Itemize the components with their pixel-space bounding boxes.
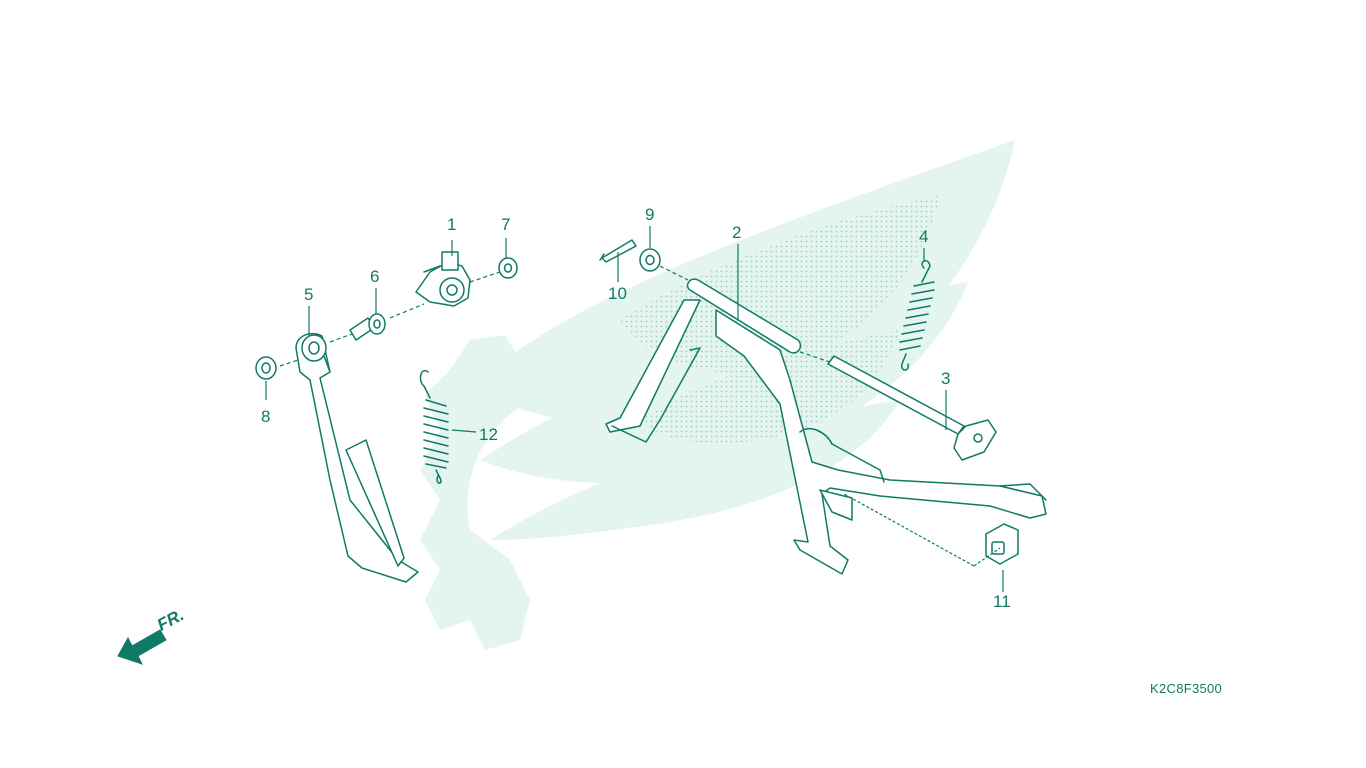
part-6-bolt	[349, 313, 386, 341]
callout-11: 11	[993, 592, 1011, 611]
callout-6: 6	[370, 267, 380, 286]
callout-8: 8	[261, 407, 271, 426]
callout-9: 9	[645, 205, 655, 224]
part-3-shaft	[827, 355, 997, 461]
front-arrow-icon	[117, 629, 167, 665]
callout-10: 10	[608, 284, 627, 303]
watermark-gear	[420, 335, 575, 650]
part-2-main-stand	[605, 278, 1047, 575]
callout-7: 7	[501, 215, 511, 234]
callout-5: 5	[304, 285, 314, 304]
callout-2: 2	[732, 223, 742, 242]
leader-lines	[265, 226, 1004, 592]
part-12-spring	[419, 369, 449, 484]
part-10-pin	[599, 239, 637, 263]
part-5-side-stand	[295, 332, 419, 583]
dot-texture-upper	[620, 195, 940, 373]
callout-3: 3	[941, 369, 951, 388]
callout-1: 1	[447, 215, 457, 234]
drawing-code: K2C8F3500	[1150, 681, 1223, 696]
callout-4: 4	[919, 227, 929, 246]
part-4-spring	[899, 259, 935, 371]
callout-12: 12	[479, 425, 498, 444]
part-8-nut	[255, 356, 277, 380]
part-7-nut	[498, 257, 518, 279]
part-11-rubber	[985, 523, 1019, 565]
part-1-switch	[415, 251, 471, 307]
part-9-washer	[639, 248, 661, 272]
